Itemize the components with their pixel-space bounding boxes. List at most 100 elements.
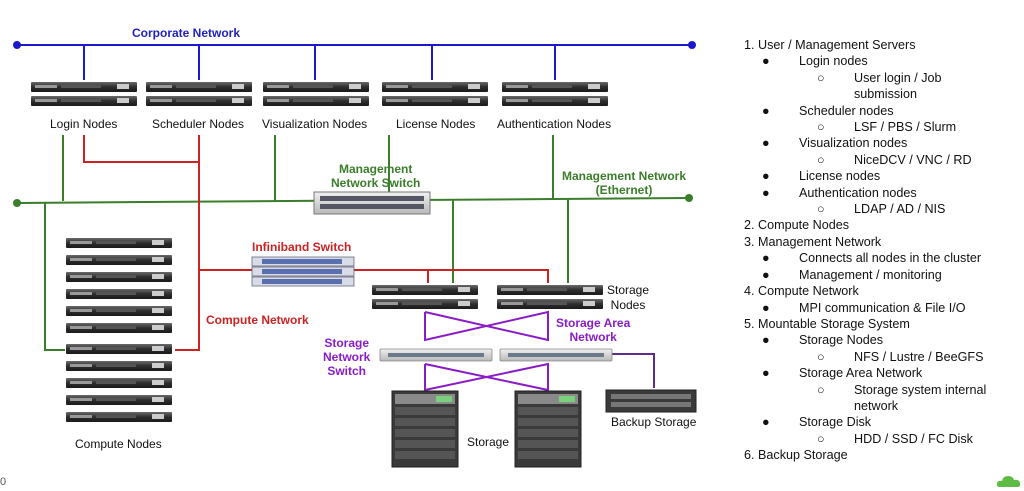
sub-bullet-icon: ○: [817, 70, 825, 85]
management-net-end-left: [13, 199, 21, 207]
legend-item-text: NFS / Lustre / BeeGFS: [854, 349, 984, 364]
storage-network-switch-icon: [379, 348, 613, 362]
cloud-logo-icon: [996, 476, 1021, 487]
compute-nodes-label: Compute Nodes: [75, 437, 162, 451]
storage-disk-arrays: [391, 390, 582, 468]
hpc-cluster-diagram: [13, 41, 697, 468]
legend-item-text: 4. Compute Network: [744, 284, 859, 299]
legend-item-text: LDAP / AD / NIS: [854, 202, 946, 217]
login-nodes-servers: [31, 82, 137, 106]
scheduler-nodes-servers: [146, 82, 252, 106]
bullet-icon: ●: [762, 54, 770, 69]
legend-item-text: 6. Backup Storage: [744, 448, 848, 463]
legend-item: ○ NiceDCV / VNC / RD: [744, 152, 1019, 168]
corporate-network-label: Corporate Network: [132, 26, 241, 40]
legend-item: ● Connects all nodes in the cluster: [744, 250, 1019, 266]
legend-item: 5. Mountable Storage System: [744, 316, 1019, 332]
bullet-icon: ●: [762, 103, 770, 118]
authentication-nodes-label: Authentication Nodes: [497, 117, 612, 131]
legend-item: 2. Compute Nodes: [744, 217, 1019, 233]
legend-item-text: submission: [854, 87, 917, 102]
backup-storage-label: Backup Storage: [611, 415, 697, 429]
legend-item-text: Connects all nodes in the cluster: [799, 251, 982, 266]
sub-bullet-icon: ○: [817, 349, 825, 364]
legend-item-text: Authentication nodes: [799, 185, 917, 200]
legend-item-text: License nodes: [799, 169, 881, 184]
legend-item-text: Storage Area Network: [799, 366, 923, 381]
corporate-net-end-right: [688, 41, 696, 49]
legend-item: 1. User / Management Servers: [744, 37, 1019, 53]
bullet-icon: ●: [762, 251, 770, 266]
legend-item-text: Visualization nodes: [799, 136, 908, 151]
legend-item: ○Storage system internal: [744, 382, 1019, 398]
compute-network-links: [83, 135, 549, 351]
storage-label: Storage: [467, 435, 510, 449]
compute-nodes-servers: [66, 238, 172, 422]
corporate-network-links: [18, 44, 692, 80]
bullet-icon: ●: [762, 136, 770, 151]
legend-item-text: 1. User / Management Servers: [744, 38, 916, 52]
legend-item: 3. Management Network: [744, 234, 1019, 250]
scheduler-nodes-label: Scheduler Nodes: [152, 117, 245, 131]
legend-item: ●Storage Disk: [744, 414, 1019, 430]
legend-item-text: NiceDCV / VNC / RD: [854, 152, 972, 167]
legend-item: ●Storage Nodes: [744, 332, 1019, 348]
management-switch-label: Management Network Switch: [331, 162, 420, 190]
legend-item: ○ NFS / Lustre / BeeGFS: [744, 349, 1019, 365]
legend-item: ● Authentication nodes: [744, 185, 1019, 201]
legend-list: 1. User / Management Servers ● Login nodes…: [744, 37, 1019, 464]
visualization-nodes-servers: [263, 82, 369, 106]
legend-item-text: 5. Mountable Storage System: [744, 316, 910, 331]
management-switch-icon: [313, 191, 431, 215]
backup-storage-icon: [605, 389, 697, 413]
legend-item: ●Scheduler nodes: [744, 103, 1019, 119]
storage-nodes-servers: [372, 285, 603, 309]
legend-item-text: HDD / SSD / FC Disk: [854, 431, 973, 446]
legend-item: ● Login nodes: [744, 53, 1019, 69]
bullet-icon: ●: [762, 267, 770, 282]
legend-item: ● MPI communication & File I/O: [744, 300, 1019, 316]
management-network-label: Management Network (Ethernet): [562, 169, 686, 197]
storage-switch-label-line3: Switch: [327, 364, 366, 378]
bullet-icon: ●: [762, 185, 770, 200]
sub-bullet-icon: ○: [817, 431, 825, 446]
bullet-icon: ●: [762, 366, 770, 381]
legend-item: ● Storage Area Network: [744, 365, 1019, 381]
storage-nodes-label: Storage Nodes: [607, 283, 649, 313]
license-nodes-label: License Nodes: [396, 117, 476, 131]
legend-item: 6. Backup Storage: [744, 447, 1019, 463]
legend-item: submission: [744, 86, 1019, 102]
management-network-label-line1: Management Network: [562, 169, 687, 183]
legend-item-text: Management / monitoring: [799, 267, 942, 282]
login-nodes-label: Login Nodes: [50, 117, 118, 131]
corporate-net-end-left: [13, 41, 21, 49]
sub-bullet-icon: ○: [817, 152, 825, 167]
management-switch-label-line1: Management: [339, 162, 413, 176]
storage-network-switch-label: Storage Network Switch: [323, 336, 370, 378]
compute-network-label: Compute Network: [206, 313, 309, 327]
legend-item-text: LSF / PBS / Slurm: [854, 120, 957, 135]
bullet-icon: ●: [762, 300, 770, 315]
legend-item: ○User login / Job: [744, 70, 1019, 86]
management-switch-label-line2: Network Switch: [331, 176, 421, 190]
legend-item-text: 3. Management Network: [744, 234, 882, 249]
license-nodes-servers: [382, 82, 488, 106]
san-label-line1: Storage Area: [556, 316, 631, 330]
legend-item-text: Storage Disk: [799, 415, 872, 430]
legend-item-text: Login nodes: [799, 54, 868, 69]
legend-item: ● Visualization nodes: [744, 135, 1019, 151]
sub-bullet-icon: ○: [817, 202, 825, 217]
san-label-line2: Network: [569, 330, 617, 344]
bullet-icon: ●: [762, 169, 770, 184]
sub-bullet-icon: ○: [817, 120, 825, 135]
sub-bullet-icon: ○: [817, 382, 825, 397]
legend-item-text: network: [854, 398, 899, 413]
storage-nodes-label-line1: Storage: [607, 283, 650, 297]
management-net-end-right: [685, 194, 693, 202]
storage-nodes-label-line2: Nodes: [610, 298, 646, 312]
storage-switch-label-line2: Network: [323, 350, 371, 364]
authentication-nodes-servers: [502, 82, 608, 106]
infiniband-switch-label: Infiniband Switch: [252, 240, 352, 254]
legend-item: ○ LSF / PBS / Slurm: [744, 119, 1019, 135]
legend-item-text: MPI communication & File I/O: [799, 300, 966, 315]
